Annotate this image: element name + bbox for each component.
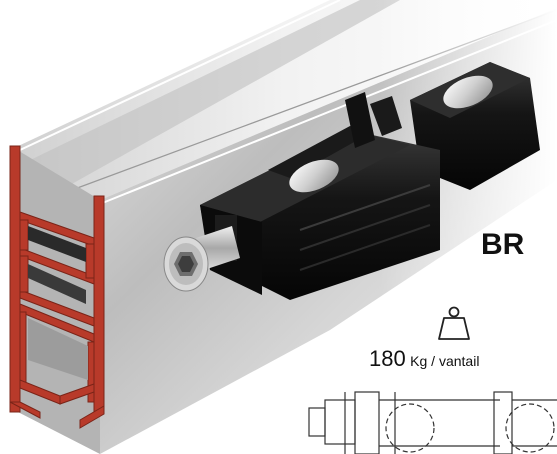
hex-bolt xyxy=(163,226,240,292)
weight-icon xyxy=(438,306,470,340)
roller-carriage xyxy=(200,62,540,300)
load-capacity: 180 Kg / vantail xyxy=(369,346,479,372)
load-value: 180 xyxy=(369,346,406,371)
model-label: BR xyxy=(481,228,525,261)
load-unit: Kg / vantail xyxy=(410,353,480,369)
technical-drawing xyxy=(308,391,557,454)
profile-cross-section xyxy=(9,145,105,429)
profile-inner-recess xyxy=(28,226,88,380)
